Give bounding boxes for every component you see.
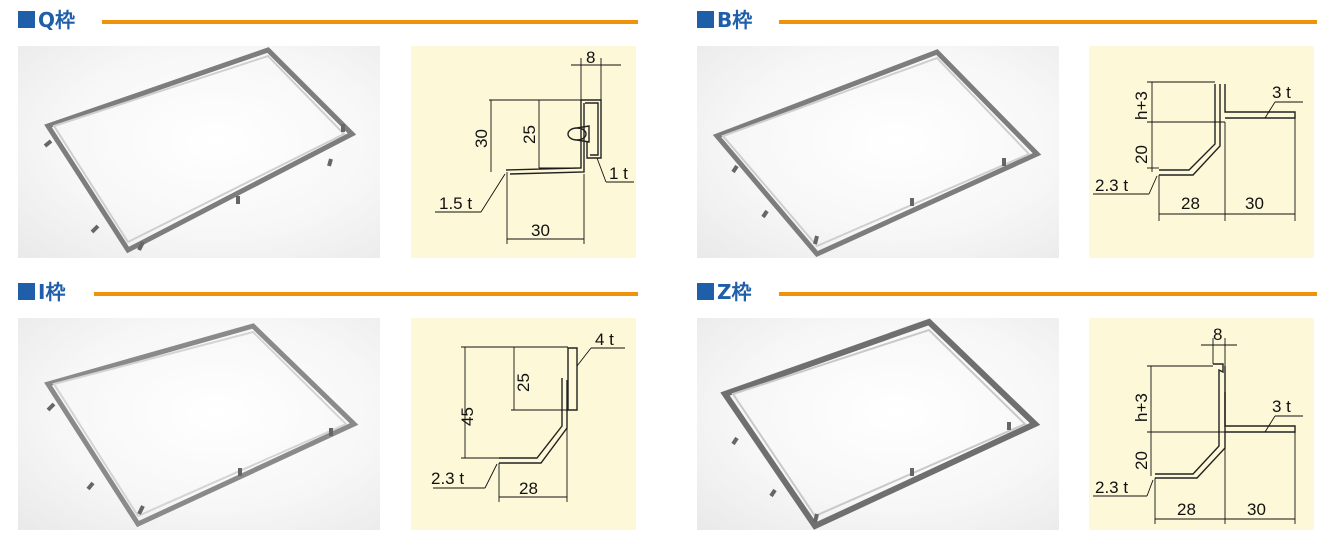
orange-rule [779, 292, 1317, 296]
square-bullet-icon [697, 11, 714, 28]
dim-20: 20 [1132, 145, 1151, 164]
width-28: 28 [1177, 500, 1196, 519]
thickness-2-3t: 2.3 t [1095, 176, 1128, 195]
title-text: I枠 [38, 280, 66, 304]
thickness-3t: 3 t [1272, 83, 1291, 102]
cross-section-diagram: h+3 20 3 t 2.3 t 28 30 [1089, 46, 1314, 258]
thickness-4t: 4 t [595, 330, 614, 349]
b-profile: h+3 20 3 t 2.3 t 28 30 [1093, 81, 1303, 221]
width-30: 30 [1245, 194, 1264, 213]
frame-photo [697, 46, 1059, 258]
z-profile: 8 h+3 20 3 t 2.3 t 28 30 [1093, 325, 1303, 524]
section-title: Z枠 [697, 278, 752, 306]
title-text: Q枠 [38, 8, 76, 32]
frame-photo-drawing [43, 47, 357, 254]
dim-20: 20 [1132, 451, 1151, 470]
frame-photo-drawing [44, 323, 359, 528]
i-profile: 45 25 4 t 2.3 t 28 [431, 330, 625, 502]
cross-section-diagram: 8 30 25 1 t 1.5 t 30 [411, 46, 636, 258]
square-bullet-icon [18, 11, 35, 28]
section-title: B枠 [697, 6, 752, 34]
dim-45: 45 [458, 407, 477, 426]
width-30: 30 [531, 221, 550, 240]
q-profile: 8 30 25 1 t 1.5 t 30 [435, 48, 634, 244]
frame-photo [697, 318, 1059, 530]
width-28: 28 [519, 479, 538, 498]
orange-rule [779, 20, 1317, 24]
thickness-1t: 1 t [609, 164, 628, 183]
dim-25: 25 [520, 125, 539, 144]
title-text: Z枠 [717, 280, 752, 304]
orange-rule [94, 292, 638, 296]
dim-30: 30 [472, 129, 491, 148]
dim-8: 8 [586, 48, 595, 67]
width-30: 30 [1247, 500, 1266, 519]
section-i-frame: I枠 45 2 [18, 276, 638, 538]
cross-section-diagram: 45 25 4 t 2.3 t 28 [411, 318, 636, 530]
frame-photo-drawing [720, 318, 1041, 530]
dim-25: 25 [514, 373, 533, 392]
thickness-3t: 3 t [1272, 397, 1291, 416]
width-28: 28 [1181, 194, 1200, 213]
thickness-2-3t: 2.3 t [1095, 478, 1128, 497]
section-q-frame: Q枠 [18, 4, 638, 266]
frame-photo [18, 46, 380, 258]
title-text: B枠 [717, 8, 753, 32]
frame-photo [18, 318, 380, 530]
section-z-frame: Z枠 [697, 276, 1317, 538]
dim-h-plus-3: h+3 [1132, 91, 1151, 120]
section-title: Q枠 [18, 6, 75, 34]
section-b-frame: B枠 h+3 [697, 4, 1317, 266]
thickness-1-5t: 1.5 t [439, 194, 472, 213]
dim-h-plus-3: h+3 [1132, 393, 1151, 422]
thickness-2-3t: 2.3 t [431, 469, 464, 488]
square-bullet-icon [697, 283, 714, 300]
section-title: I枠 [18, 278, 65, 306]
dim-8: 8 [1213, 325, 1222, 344]
square-bullet-icon [18, 283, 35, 300]
orange-rule [102, 20, 638, 24]
cross-section-diagram: 8 h+3 20 3 t 2.3 t 28 30 [1089, 318, 1314, 530]
frame-photo-drawing [712, 49, 1042, 258]
